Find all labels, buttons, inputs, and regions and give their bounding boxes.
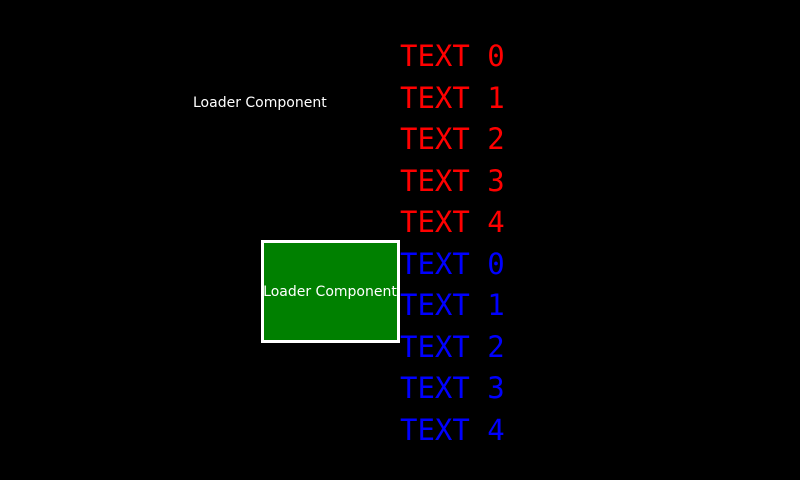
red-text-item: TEXT 3 (400, 163, 505, 198)
blue-text-item: TEXT 1 (400, 288, 505, 322)
text-list: TEXT 0 TEXT 1 TEXT 2 TEXT 3 TEXT 4 TEXT … (400, 36, 600, 451)
blue-text-item: TEXT 3 (400, 371, 505, 405)
loader-component-label: Loader Component (193, 95, 327, 111)
red-text-item: TEXT 2 (400, 122, 505, 156)
loader-component-box[interactable]: Loader Component (261, 240, 400, 343)
red-text-item: TEXT 4 (400, 205, 505, 239)
loader-component-box-label: Loader Component (263, 283, 397, 300)
blue-text-item: TEXT 4 (400, 412, 505, 447)
red-text-item: TEXT 1 (400, 80, 505, 115)
red-text-item: TEXT 0 (400, 39, 505, 73)
blue-text-item: TEXT 2 (400, 329, 505, 364)
blue-text-item: TEXT 0 (400, 246, 505, 281)
